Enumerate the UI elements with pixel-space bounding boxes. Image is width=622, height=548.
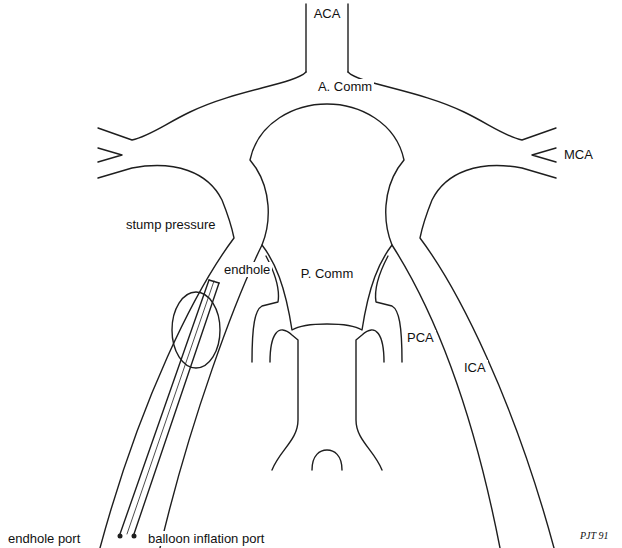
vessel-label: P. Comm (299, 266, 356, 281)
ica-wall (98, 166, 234, 548)
balloon-catheter (118, 280, 221, 539)
vessel-label: PCA (405, 330, 436, 345)
catheter-endhole (209, 280, 219, 283)
aca-wall (305, 4, 306, 72)
endhole-port (118, 534, 123, 539)
ring-inner-outline (250, 104, 404, 330)
catheter-lumen (127, 281, 214, 534)
acomm-mca-wall (98, 72, 306, 140)
catheter-wall (134, 283, 219, 534)
ica-wall (392, 245, 500, 548)
pca-basilar-wall (270, 330, 298, 470)
callout-label: endhole (222, 262, 272, 277)
aca-wall (347, 4, 348, 72)
vertebral-junction (312, 450, 342, 470)
vessel-label: ICA (462, 360, 488, 375)
vessel-label: ACA (312, 6, 343, 21)
vessel-label: A. Comm (316, 79, 374, 94)
callout-label: stump pressure (124, 217, 218, 232)
vessel-label: MCA (562, 147, 595, 162)
mca-fork (98, 148, 122, 162)
acomm-mca-wall (348, 72, 556, 140)
vessel-outlines (98, 4, 556, 548)
port-label: balloon inflation port (146, 531, 266, 546)
catheter-wall (120, 280, 209, 534)
pcomm-pca-wall (376, 256, 403, 362)
port-label: endhole port (6, 531, 82, 546)
balloon-inflation-port (132, 534, 137, 539)
mca-fork (532, 148, 556, 162)
pca-basilar-wall (356, 330, 384, 470)
artist-signature: PJT 91 (578, 530, 610, 542)
